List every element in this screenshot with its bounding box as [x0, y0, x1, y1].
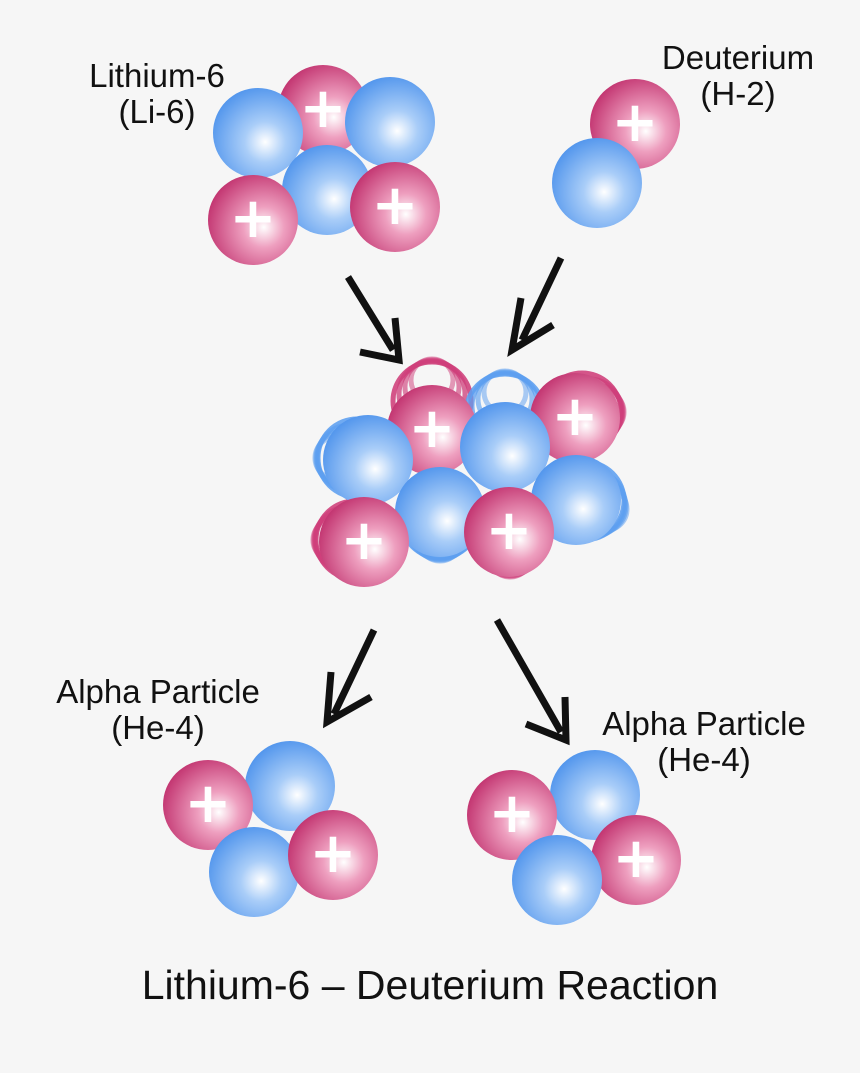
h2-neutron	[552, 138, 642, 228]
alpha-left-symbol: (He-4)	[28, 710, 288, 746]
plus-sign: +	[613, 826, 660, 891]
plus-sign: +	[341, 508, 388, 573]
diagram-title: Lithium-6 – Deuterium Reaction	[0, 962, 860, 1009]
plus-sign: +	[230, 186, 277, 251]
alpha-right-label: Alpha Particle (He-4)	[574, 706, 834, 778]
alpha-right-name: Alpha Particle	[574, 706, 834, 742]
alpha-left-proton-2: +	[288, 810, 378, 900]
arrow-left-out	[327, 630, 374, 722]
lithium-label: Lithium-6 (Li-6)	[62, 58, 252, 130]
arrow-right-out	[497, 620, 566, 740]
center-proton-3: +	[319, 497, 409, 587]
arrow-lithium-in	[348, 277, 399, 360]
arrow-deuterium-in	[512, 258, 561, 350]
deuterium-label: Deuterium (H-2)	[638, 40, 838, 112]
alpha-left-neutron-2	[209, 827, 299, 917]
plus-sign: +	[486, 498, 533, 563]
li6-proton-3: +	[350, 162, 440, 252]
plus-sign: +	[372, 173, 419, 238]
alpha-right-symbol: (He-4)	[574, 742, 834, 778]
plus-sign: +	[185, 771, 232, 836]
plus-sign: +	[310, 821, 357, 886]
li6-neutron-2	[345, 77, 435, 167]
alpha-right-proton-2: +	[591, 815, 681, 905]
nucleons: ++++++++++++	[163, 65, 681, 925]
plus-sign: +	[489, 781, 536, 846]
neutron-sphere	[209, 827, 299, 917]
lithium-name: Lithium-6	[62, 58, 252, 94]
neutron-sphere	[552, 138, 642, 228]
neutron-sphere	[512, 835, 602, 925]
center-neutron-1	[323, 415, 413, 505]
li6-proton-2: +	[208, 175, 298, 265]
neutron-sphere	[323, 415, 413, 505]
neutron-sphere	[345, 77, 435, 167]
plus-sign: +	[409, 396, 456, 461]
alpha-right-neutron-2	[512, 835, 602, 925]
alpha-left-label: Alpha Particle (He-4)	[28, 674, 288, 746]
plus-sign: +	[552, 384, 599, 449]
alpha-left-name: Alpha Particle	[28, 674, 288, 710]
plus-sign: +	[300, 76, 347, 141]
deuterium-symbol: (H-2)	[638, 76, 838, 112]
lithium-symbol: (Li-6)	[62, 94, 252, 130]
deuterium-name: Deuterium	[638, 40, 838, 76]
center-proton-4: +	[464, 487, 554, 577]
